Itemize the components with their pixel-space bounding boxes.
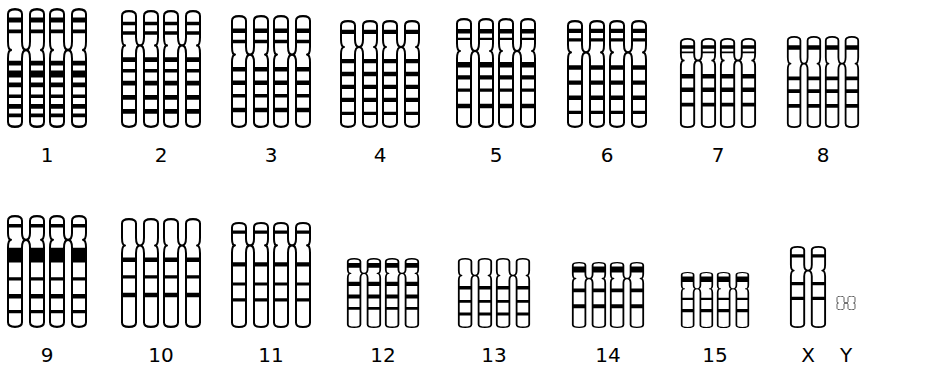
chromosome: [50, 9, 86, 127]
chromosome: [788, 37, 820, 127]
chromosome: [341, 21, 377, 127]
chromosome-number: 13: [481, 345, 506, 365]
chromosome: [682, 273, 713, 328]
chromosome: [232, 16, 268, 127]
chromosome: [50, 216, 86, 327]
chromosome: [826, 37, 858, 127]
chromosome-number: 6: [601, 145, 614, 165]
chromosome-number: 15: [702, 345, 727, 365]
chromosome: [8, 216, 44, 327]
chromosome-number: 14: [595, 345, 620, 365]
chromosome: [497, 259, 529, 328]
chromosome: [499, 19, 535, 127]
chromosome-number: X: [801, 345, 815, 365]
chromosome: [718, 273, 749, 328]
chromosome: [611, 263, 643, 328]
chromosome: [721, 39, 755, 127]
chromosome: [232, 223, 268, 327]
chromosome: [122, 11, 158, 127]
chromosome: [164, 219, 200, 327]
chromosome: [568, 21, 604, 127]
chromosome: [573, 263, 605, 328]
chromosome: [459, 259, 491, 328]
chromosome-number: 2: [155, 145, 168, 165]
chromosome: [837, 296, 855, 310]
chromosome: [164, 11, 200, 127]
chromosome-number: 8: [817, 145, 830, 165]
chromosome: [383, 21, 419, 127]
chromosome: [457, 19, 493, 127]
chromosome-number: 10: [148, 345, 173, 365]
chromosome-number: Y: [840, 345, 852, 365]
chromosome: [610, 21, 646, 127]
chromosome-number: 7: [712, 145, 725, 165]
chromosome: [348, 259, 380, 328]
chromosome-number: 3: [265, 145, 278, 165]
chromosome-number: 11: [258, 345, 283, 365]
chromosome-number: 12: [370, 345, 395, 365]
chromosome: [386, 259, 418, 328]
chromosome: [274, 16, 310, 127]
chromosome-number: 9: [41, 345, 54, 365]
chromosome: [791, 247, 825, 327]
chromosome: [681, 39, 715, 127]
chromosome: [274, 223, 310, 327]
chromosome-number: 4: [374, 145, 387, 165]
chromosome-number: 5: [490, 145, 503, 165]
chromosome-number: 1: [41, 145, 54, 165]
chromosome: [122, 219, 158, 327]
chromosome: [8, 9, 44, 127]
